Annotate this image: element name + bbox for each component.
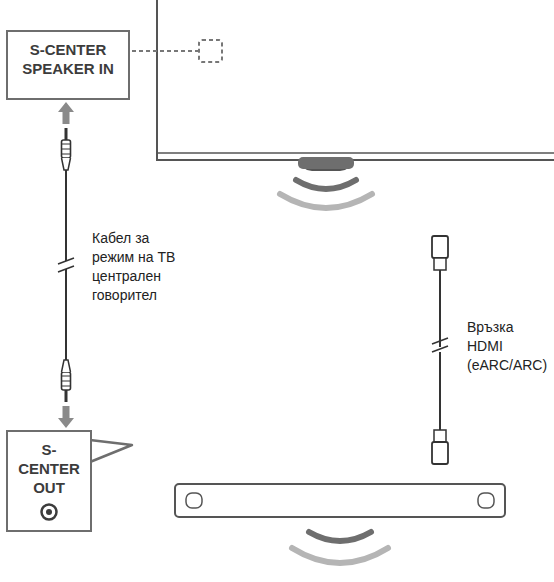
plug-tip bbox=[65, 128, 68, 140]
hdmi-cable bbox=[439, 270, 441, 347]
plug-strain bbox=[62, 360, 71, 372]
hdmi-cable bbox=[439, 352, 441, 430]
plug-body bbox=[62, 372, 71, 390]
terminal-box: S-CENTER SPEAKER IN bbox=[6, 30, 130, 100]
jack-symbol bbox=[39, 502, 59, 522]
callout-tail bbox=[90, 440, 132, 462]
plug-grip bbox=[62, 144, 71, 145]
plug-grip bbox=[62, 154, 71, 155]
soundbar-grille bbox=[186, 493, 202, 508]
cable-line bbox=[65, 269, 67, 360]
hdmi-plug bbox=[432, 442, 448, 464]
arrow-head bbox=[58, 102, 74, 124]
tv-bezel bbox=[157, 152, 554, 154]
plug-body bbox=[62, 140, 71, 158]
cable-label: Кабел за режим на ТВ централен говорител bbox=[92, 229, 192, 305]
sound-wave bbox=[280, 194, 372, 208]
sound-wave bbox=[296, 180, 356, 189]
soundbar-grille bbox=[478, 493, 494, 508]
arrow-head bbox=[58, 406, 74, 428]
tv-stand bbox=[298, 157, 354, 169]
terminal-box: S-CENTER OUT bbox=[6, 430, 92, 532]
cable-break bbox=[432, 338, 448, 352]
hdmi-plug bbox=[432, 236, 448, 258]
sound-wave bbox=[292, 548, 388, 563]
hdmi-plug bbox=[434, 258, 446, 270]
tv-outline bbox=[157, 0, 554, 170]
audio-cable bbox=[58, 102, 74, 428]
terminal-label: S-CENTER SPEAKER IN bbox=[13, 40, 123, 78]
cable-label: Връзка HDMI (eARC/ARC) bbox=[467, 318, 551, 375]
plug-tip bbox=[65, 390, 68, 402]
cable-break bbox=[58, 258, 74, 272]
plug-grip bbox=[62, 376, 71, 377]
cable-line bbox=[65, 170, 67, 261]
plug-grip bbox=[62, 381, 71, 382]
sound-wave bbox=[309, 532, 371, 541]
tv-terminal bbox=[199, 40, 222, 62]
plug-grip bbox=[62, 149, 71, 150]
hdmi-plug bbox=[434, 430, 446, 442]
plug-strain bbox=[62, 158, 71, 170]
leader-line bbox=[132, 50, 198, 52]
plug-grip bbox=[62, 386, 71, 387]
soundbar bbox=[175, 484, 505, 517]
terminal-label: S-CENTER OUT bbox=[13, 440, 85, 497]
